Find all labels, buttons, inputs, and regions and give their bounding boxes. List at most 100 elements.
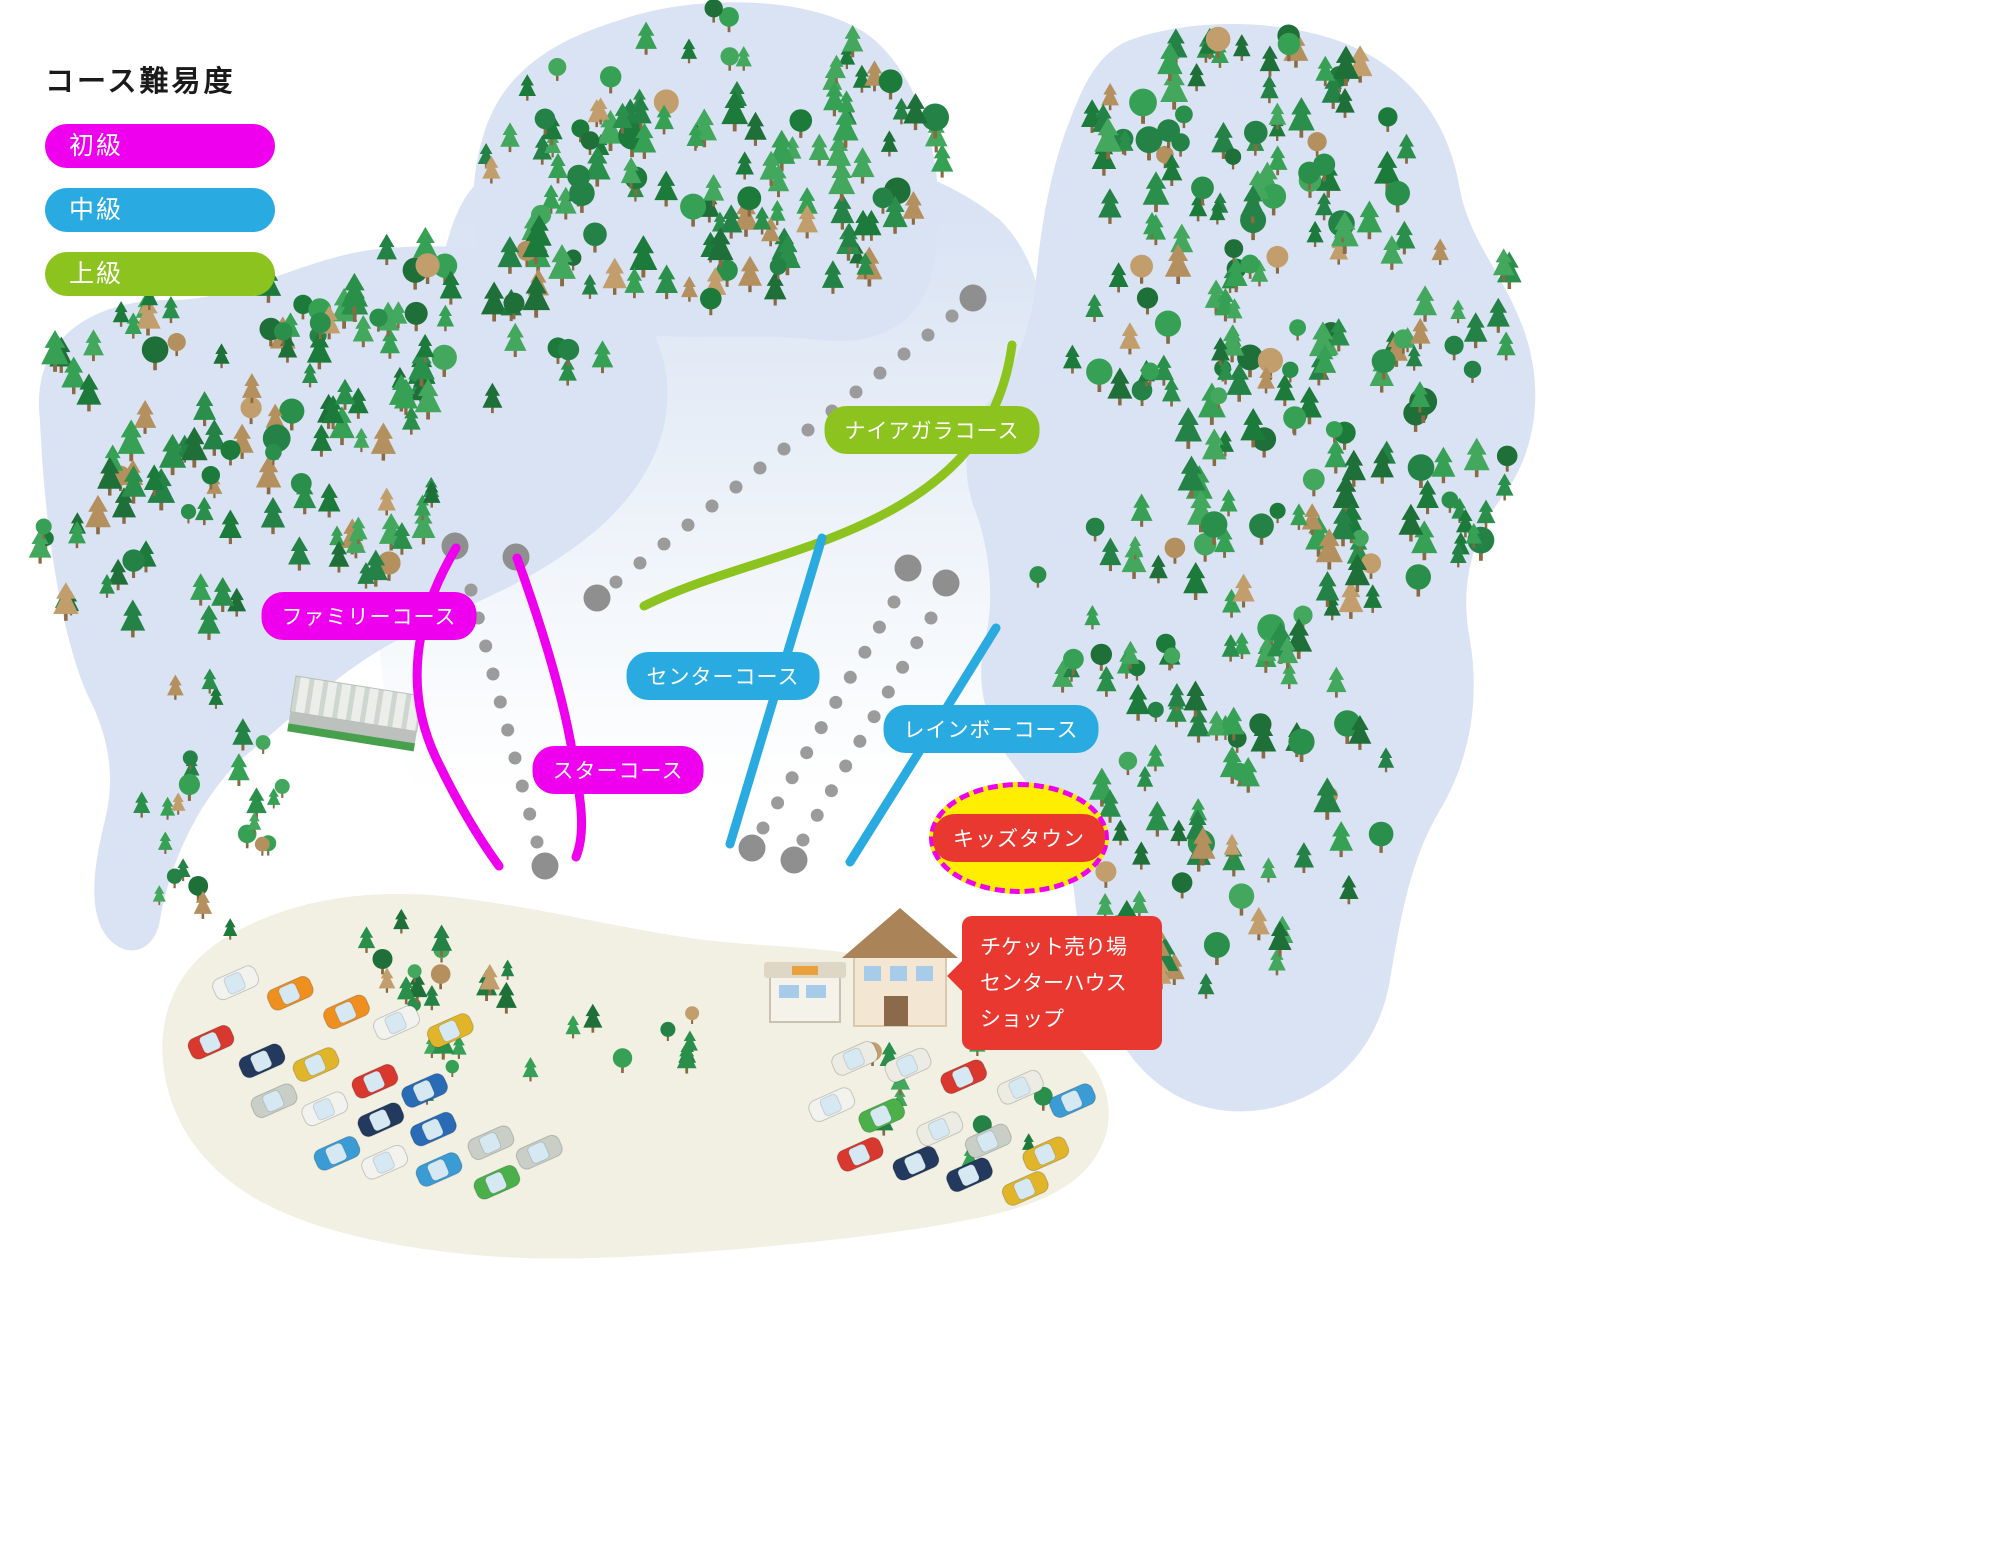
tree <box>744 111 767 146</box>
tree <box>1214 525 1236 558</box>
tree <box>166 868 183 889</box>
tree <box>1107 367 1133 406</box>
tree <box>839 223 860 253</box>
tree <box>1315 528 1343 570</box>
tree <box>1116 129 1134 156</box>
tree <box>1216 430 1234 457</box>
tree <box>522 223 550 265</box>
tree <box>720 47 739 71</box>
tree <box>1175 105 1193 129</box>
tree <box>842 24 864 58</box>
tree <box>161 295 180 324</box>
lift-dot <box>924 611 938 625</box>
tree <box>401 406 421 435</box>
tree <box>612 1048 633 1073</box>
tree <box>704 0 723 23</box>
tree <box>1233 632 1251 659</box>
lift-dot <box>479 639 493 653</box>
tree <box>1224 239 1244 263</box>
tree <box>378 967 396 993</box>
tree <box>124 312 142 339</box>
kids-town-label: キッズタウン <box>933 814 1105 862</box>
tree <box>882 195 908 234</box>
tree <box>1283 406 1307 436</box>
tree <box>522 275 551 318</box>
tree <box>1033 1086 1053 1111</box>
tree <box>317 483 341 518</box>
tree <box>532 135 553 165</box>
tree <box>1356 200 1383 240</box>
tree <box>1210 387 1228 409</box>
tree <box>1409 381 1431 413</box>
tree <box>1205 26 1231 58</box>
lift-station-dot <box>932 569 960 597</box>
tree <box>1203 932 1230 965</box>
legend: コース難易度 初級 中級 上級 <box>45 58 275 316</box>
lift-dot <box>756 821 770 835</box>
tree <box>1108 262 1129 293</box>
tree <box>431 924 453 957</box>
tree <box>1201 428 1227 466</box>
tree <box>414 378 442 420</box>
tree <box>389 301 408 329</box>
lift-dot <box>897 347 911 361</box>
tree <box>1240 184 1266 224</box>
tree <box>1325 421 1343 443</box>
tree <box>1298 161 1321 190</box>
tree <box>480 281 508 322</box>
tree <box>737 186 762 217</box>
tree <box>655 264 678 300</box>
tree <box>1240 254 1260 279</box>
tree <box>1396 133 1417 164</box>
tree <box>1321 73 1345 109</box>
tree <box>347 387 369 419</box>
tree <box>685 1006 700 1024</box>
tree <box>872 187 894 214</box>
tree <box>1257 366 1275 394</box>
tree <box>1276 636 1299 669</box>
tree <box>1247 906 1270 941</box>
tree <box>193 890 213 919</box>
tree <box>1095 861 1117 888</box>
tree <box>334 378 356 410</box>
parked-car <box>836 1137 884 1172</box>
tree <box>583 1003 603 1033</box>
tree <box>1091 138 1117 176</box>
tree <box>1230 762 1249 786</box>
lift-dot <box>829 695 843 709</box>
tree <box>378 513 404 551</box>
tree <box>1405 345 1423 371</box>
lift-dot <box>633 556 647 570</box>
tree <box>352 314 374 348</box>
tree <box>377 551 401 581</box>
tree <box>1163 647 1181 669</box>
tree <box>201 668 219 694</box>
tree <box>1081 99 1104 133</box>
tree <box>208 686 224 709</box>
lift-dot <box>910 636 924 650</box>
tree <box>1378 107 1398 132</box>
tree <box>1363 584 1383 613</box>
tree <box>1094 117 1122 160</box>
tree <box>735 151 754 180</box>
tree <box>190 573 212 606</box>
center-house-building <box>764 908 958 1027</box>
tree <box>654 104 674 135</box>
tree <box>1431 446 1456 484</box>
tree <box>1143 211 1161 240</box>
parked-car <box>357 1102 405 1138</box>
tree <box>1393 220 1416 255</box>
tree <box>293 479 317 515</box>
tree <box>903 92 928 131</box>
tree <box>1249 513 1274 545</box>
tree <box>167 333 186 357</box>
tree <box>1098 188 1122 224</box>
tree <box>321 395 345 430</box>
tree <box>1089 767 1115 807</box>
parked-car <box>301 1091 349 1127</box>
tree <box>852 209 874 241</box>
tree <box>1398 503 1424 542</box>
lift-dot <box>867 710 881 724</box>
course-line-star <box>512 553 587 862</box>
